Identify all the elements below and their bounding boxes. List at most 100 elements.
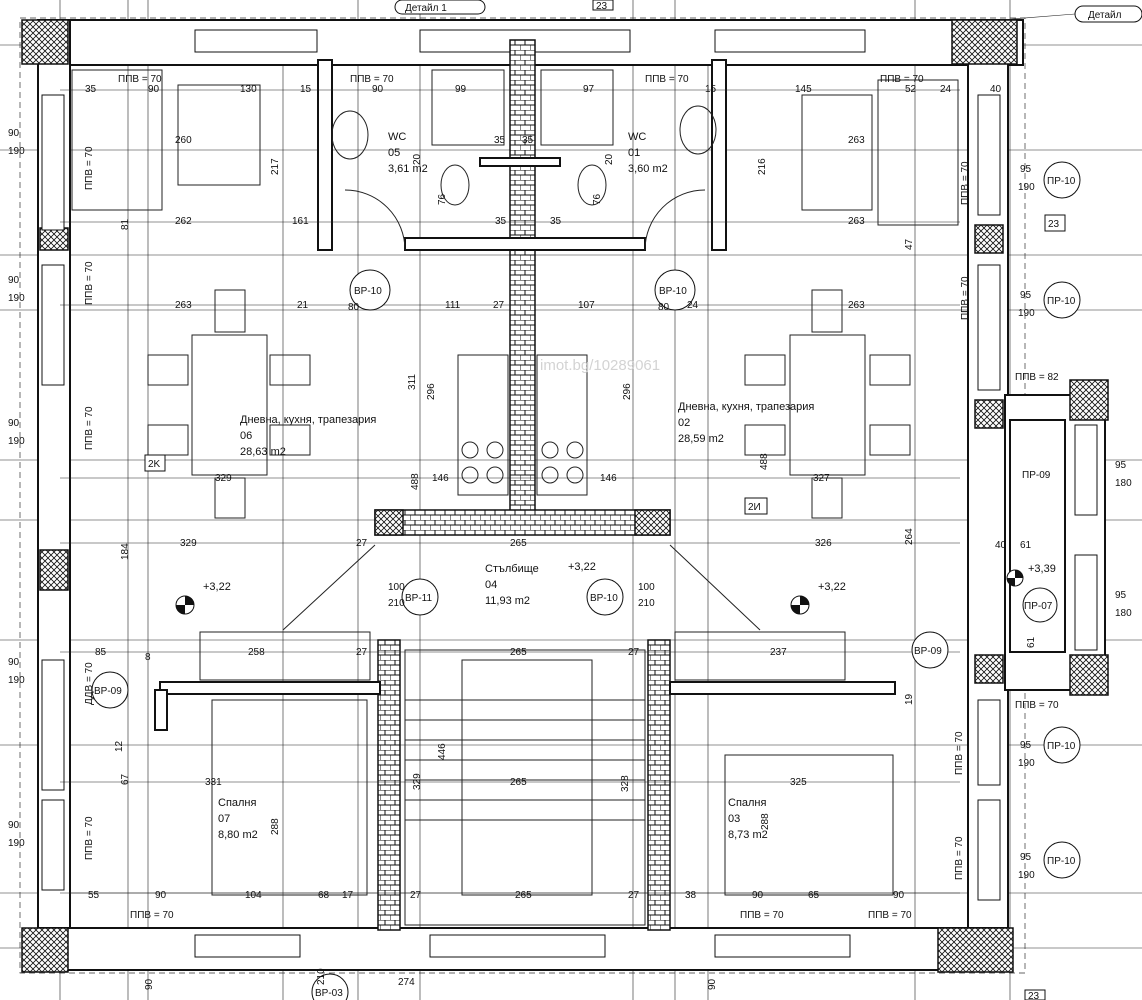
dim-left: 190: [8, 146, 25, 157]
dim-right: 190: [1018, 758, 1035, 769]
dim-misc: 81: [120, 218, 131, 230]
dim-misc: 20: [412, 153, 423, 165]
mark-23-top: 23: [596, 1, 608, 12]
dim-right: 190: [1018, 182, 1035, 193]
dim-misc: 488: [410, 473, 421, 490]
dim-misc: 35: [495, 216, 507, 227]
living-right-area: 28,59 m2: [678, 433, 724, 445]
dim-misc: 263: [848, 300, 865, 311]
level-markers: +3,22 +3,22 +3,22 +3,39: [175, 561, 1056, 615]
ppv-left-2: ППВ = 70: [84, 261, 95, 305]
dim-right: 95: [1020, 852, 1032, 863]
dim-misc: 329: [412, 773, 423, 790]
dim-misc: 24: [687, 300, 699, 311]
dim-misc: 8: [145, 652, 151, 663]
dim-top: 97: [583, 84, 595, 95]
dim-left: 190: [8, 293, 25, 304]
dim-top: 90: [148, 84, 160, 95]
dim-misc: 35: [494, 135, 506, 146]
dim-misc: 107: [578, 300, 595, 311]
dim-bottom-row: 90: [752, 890, 764, 901]
interior-walls: [154, 39, 896, 931]
dim-bottom-row: 38: [685, 890, 697, 901]
living-left-name: Дневна, кухня, трапезария: [240, 414, 376, 426]
dim-misc: 146: [432, 473, 449, 484]
dim-misc: 217: [270, 158, 281, 175]
dim-misc: 331: [205, 777, 222, 788]
ppv-right-1: ППВ = 70: [960, 161, 971, 205]
sill-labels: ППВ = 70 ППВ = 70 ППВ = 70 ППВ = 70 ППВ …: [118, 74, 1059, 921]
level-balcony: +3,39: [1028, 563, 1056, 575]
dim-misc: 265: [510, 777, 527, 788]
ppv-right-3: ППВ = 70: [954, 731, 965, 775]
ppv-left-4: ППВ = 70: [84, 816, 95, 860]
ddv-left: ДДВ = 70: [84, 662, 95, 705]
dim-misc: 260: [175, 135, 192, 146]
dim-top: 15: [705, 84, 717, 95]
dim-right: 190: [1018, 870, 1035, 881]
dim-top: 40: [990, 84, 1002, 95]
door-right-w: 100: [638, 582, 655, 593]
dim-left: 90: [8, 418, 20, 429]
dim-misc: 27: [356, 647, 368, 658]
detail-2: Детайл: [1088, 10, 1122, 21]
exterior-walls: [21, 19, 1024, 973]
ppv-right-4: ППВ = 70: [954, 836, 965, 880]
stairs-number: 04: [485, 579, 497, 591]
dim-bottom-row: 90: [155, 890, 167, 901]
ppv-right-70: ППВ = 70: [1015, 700, 1059, 711]
dim-bottom-row: 90: [893, 890, 905, 901]
wc-left-name: WC: [388, 131, 406, 143]
opening-marks: ВР-10 ВР-10 ВР-09 ВР-09 ВР-11 ВР-10 ВР-0…: [91, 0, 1081, 1000]
dim-misc: 35: [550, 216, 562, 227]
bed-right-number: 03: [728, 813, 740, 825]
bed-right-area: 8,73 m2: [728, 829, 768, 841]
dim-bottom-row: 27: [628, 890, 640, 901]
dim-right: 95: [1020, 290, 1032, 301]
dim-misc: 47: [904, 238, 915, 250]
dim-left: 190: [8, 838, 25, 849]
dim-misc: 184: [120, 543, 131, 560]
dim-misc: 329: [180, 538, 197, 549]
dim-misc: 326: [815, 538, 832, 549]
watermark: imot.bg/10289061: [540, 357, 660, 374]
living-right-name: Дневна, кухня, трапезария: [678, 401, 814, 413]
dim-top: 99: [455, 84, 467, 95]
dim-top: 24: [940, 84, 952, 95]
dim-misc: 61: [1026, 636, 1037, 648]
wc-left-number: 05: [388, 147, 400, 159]
wc-right-name: WC: [628, 131, 646, 143]
level-stairs: +3,22: [568, 561, 596, 573]
ppv-top-3: ППВ = 70: [645, 74, 689, 85]
bed-left-number: 07: [218, 813, 230, 825]
mark-pr07: ПР-07: [1024, 601, 1053, 612]
mark-23-bottom: 23: [1028, 991, 1040, 1000]
dim-left: 90: [8, 820, 20, 831]
mark-vr09-right: ВР-09: [914, 646, 942, 657]
dim-top: 35: [85, 84, 97, 95]
dim-misc: 21: [297, 300, 309, 311]
dim-left: 90: [8, 128, 20, 139]
mark-2i: 2И: [748, 502, 761, 513]
dim-bottom-row: 104: [245, 890, 262, 901]
dim-left: 90: [8, 275, 20, 286]
dim-right: 190: [1018, 308, 1035, 319]
mark-2k: 2K: [148, 459, 161, 470]
bed-right-name: Спалня: [728, 797, 767, 809]
dim-misc: 262: [175, 216, 192, 227]
dim-misc: 76: [437, 193, 448, 205]
door-left-h: 210: [388, 598, 405, 609]
dim-misc: 263: [175, 300, 192, 311]
dim-misc: 146: [600, 473, 617, 484]
ppv-bottom-1: ППВ = 70: [130, 910, 174, 921]
dim-left: 190: [8, 436, 25, 447]
mark-vr10-stairs: ВР-10: [590, 593, 618, 604]
dim-bottom-row: 68: [318, 890, 330, 901]
mark-23-right: 23: [1048, 219, 1060, 230]
dim-top: 90: [372, 84, 384, 95]
mark-vr11: ВР-11: [405, 593, 432, 604]
dim-misc: 288: [270, 818, 281, 835]
door-80-right: 80: [658, 302, 670, 313]
